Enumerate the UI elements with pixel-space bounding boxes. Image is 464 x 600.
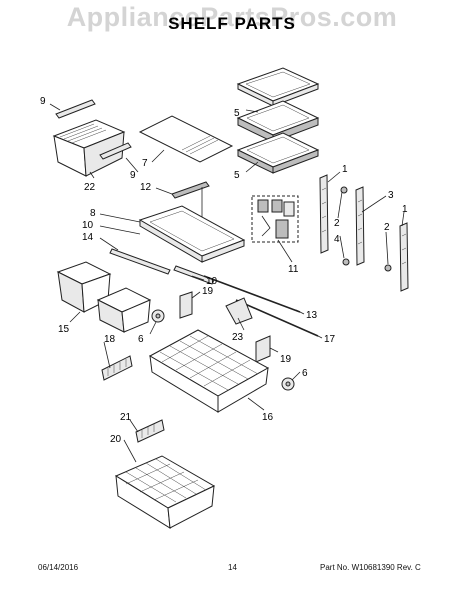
- basket-divider-lower[interactable]: [135, 419, 165, 443]
- watermark: AppliancePartsPros.com: [66, 2, 398, 32]
- slide-cover[interactable]: [225, 297, 253, 325]
- drawer-slide-lower[interactable]: [235, 299, 319, 337]
- callout-5: 5: [234, 170, 240, 181]
- cover-trim-left[interactable]: [109, 248, 171, 275]
- callout-21: 21: [120, 412, 132, 423]
- callout-16: 16: [262, 412, 274, 423]
- glass-shelf-middle[interactable]: [236, 100, 320, 143]
- rail-screw-b[interactable]: [384, 264, 392, 272]
- callout-3: 3: [388, 190, 394, 201]
- leader-lines: [49, 103, 405, 463]
- callout-6: 6: [302, 368, 308, 379]
- crisper-pan-upper[interactable]: [52, 119, 126, 177]
- footer-part-number: Part No. W10681390 Rev. C: [320, 563, 421, 572]
- shelf-rail-left[interactable]: [319, 174, 329, 254]
- callout-2: 2: [334, 218, 340, 229]
- roller-right[interactable]: [281, 377, 295, 391]
- callout-8: 8: [90, 208, 96, 219]
- callout-23: 23: [232, 332, 244, 343]
- callout-1: 1: [402, 204, 408, 215]
- glass-shelf-bottom[interactable]: [236, 132, 320, 174]
- callout-11: 11: [288, 264, 299, 275]
- shelf-rail-center[interactable]: [355, 186, 365, 266]
- callout-19: 19: [202, 286, 214, 297]
- callout-17: 17: [324, 334, 336, 345]
- cover-trim-right[interactable]: [173, 265, 215, 285]
- ice-kit-assembly[interactable]: [251, 195, 299, 243]
- shelf-rail-right[interactable]: [399, 222, 409, 292]
- callout-22: 22: [84, 182, 96, 193]
- callout-7: 7: [142, 158, 148, 169]
- callout-labels: 9 22 9 7 5 5 12 8 10 14 10 1 2 4 3 1 2 1…: [40, 96, 408, 445]
- callout-9: 9: [40, 96, 46, 107]
- callout-12: 12: [140, 182, 152, 193]
- deli-drawer-right[interactable]: [96, 287, 152, 333]
- callout-18: 18: [104, 334, 116, 345]
- drawer-slide-upper[interactable]: [203, 275, 301, 313]
- callout-10: 10: [82, 220, 94, 231]
- callout-13: 13: [306, 310, 318, 321]
- basket-divider-upper[interactable]: [101, 355, 133, 381]
- page-title: SHELF PARTS: [168, 14, 296, 33]
- trim-rail-upper[interactable]: [55, 99, 96, 119]
- crisper-cover-frame[interactable]: [138, 205, 246, 263]
- callout-15: 15: [58, 324, 70, 335]
- footer-page-number: 14: [228, 563, 237, 572]
- footer-date: 06/14/2016: [38, 563, 79, 572]
- slide-bracket-left[interactable]: [179, 291, 193, 319]
- trim-rail-lower[interactable]: [99, 142, 132, 160]
- callout-5: 5: [234, 108, 240, 119]
- wire-basket-upper[interactable]: [148, 329, 270, 413]
- crisper-cover-glass[interactable]: [138, 115, 234, 163]
- crisper-handle[interactable]: [171, 181, 210, 222]
- callout-9: 9: [130, 170, 136, 181]
- roller-left[interactable]: [151, 309, 165, 323]
- callout-2: 2: [384, 222, 390, 233]
- callout-6: 6: [138, 334, 144, 345]
- callout-10: 10: [206, 276, 218, 287]
- callout-14: 14: [82, 232, 94, 243]
- slide-bracket-right[interactable]: [255, 335, 271, 363]
- callout-19: 19: [280, 354, 292, 365]
- callout-1: 1: [342, 164, 348, 175]
- callout-20: 20: [110, 434, 122, 445]
- glass-shelf-top[interactable]: [236, 67, 320, 107]
- rail-screw-a[interactable]: [340, 186, 350, 266]
- callout-4: 4: [334, 234, 340, 245]
- wire-basket-lower[interactable]: [114, 455, 216, 529]
